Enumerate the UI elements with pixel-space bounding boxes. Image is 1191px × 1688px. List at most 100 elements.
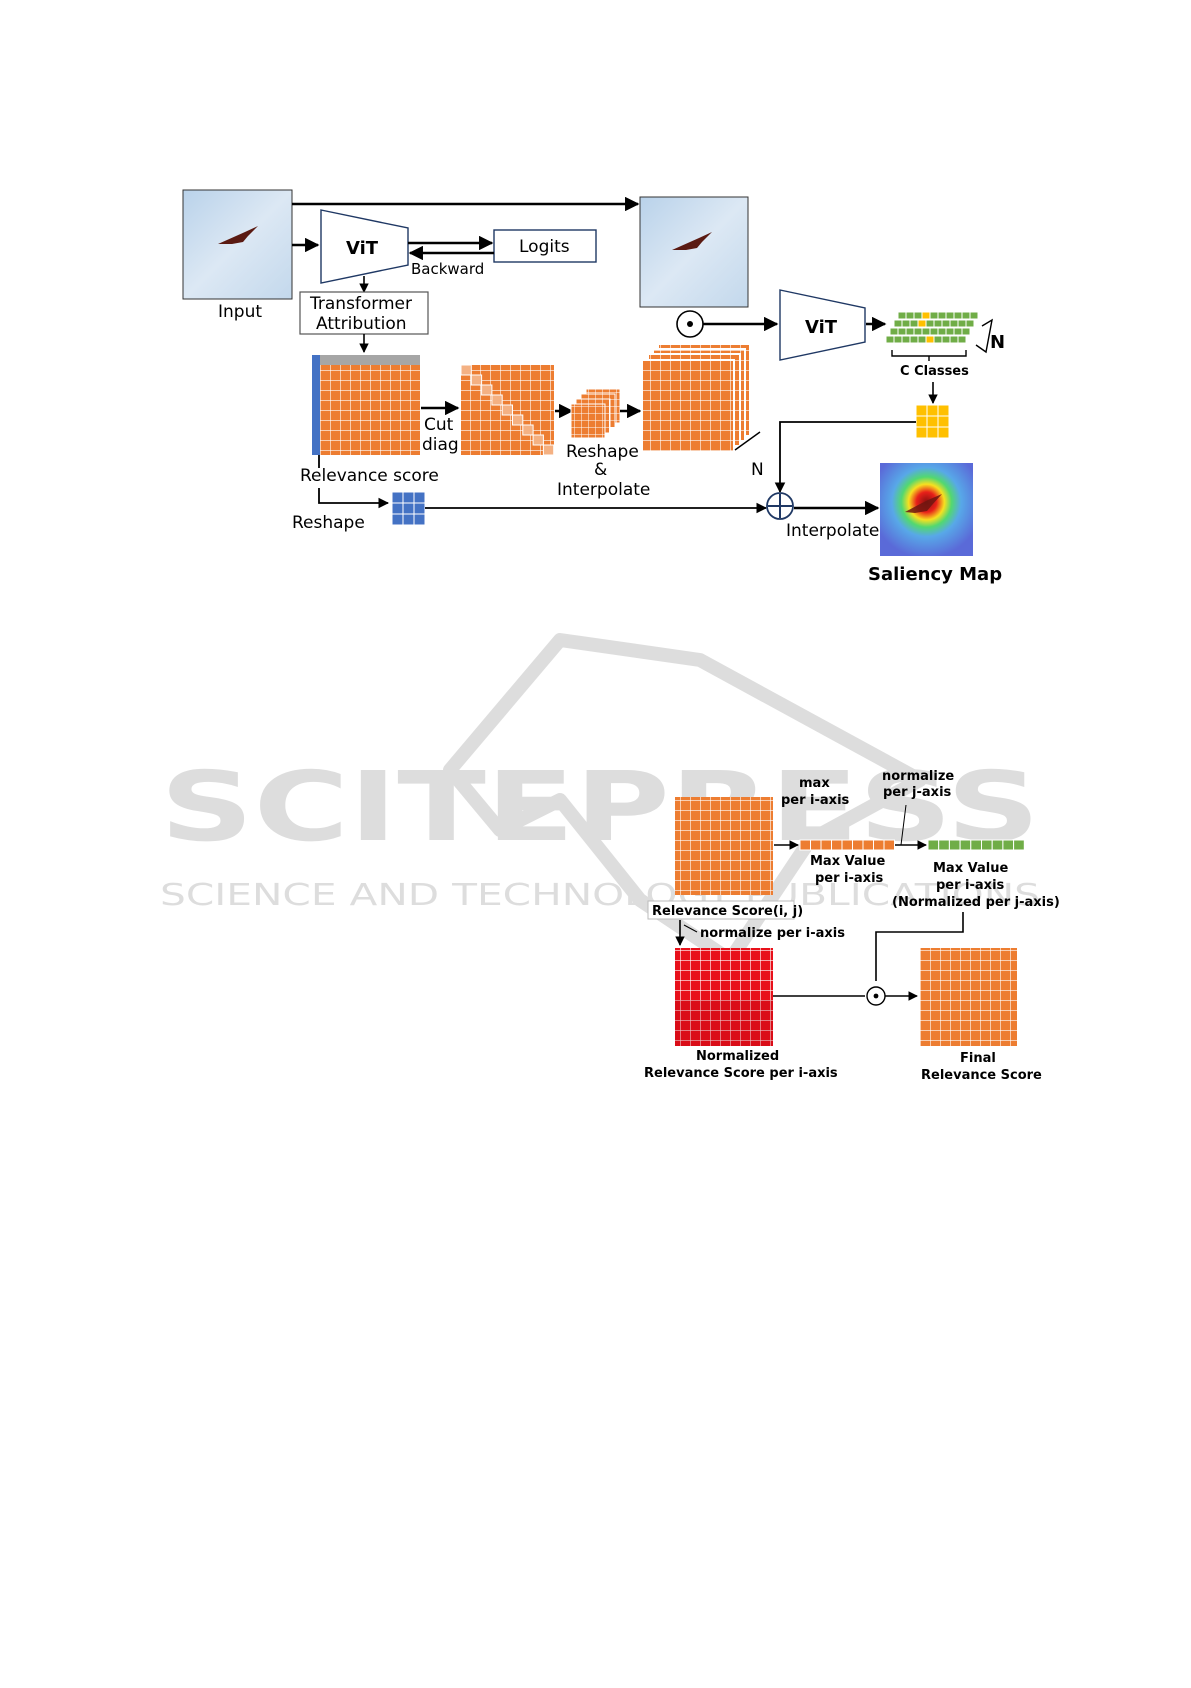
cls-reshaped-grid <box>392 492 425 525</box>
diagonal-cell <box>523 425 533 435</box>
relevance-score-label: Relevance score <box>300 466 439 486</box>
stack-n-label: N <box>751 460 764 480</box>
cls-reshaped-cell <box>403 514 414 525</box>
class-score-cell <box>934 336 942 343</box>
max-norm-line-3: (Normalized per j-axis) <box>892 895 1060 910</box>
masked-input-image <box>640 197 748 307</box>
diagonal-cut-matrix <box>461 365 554 455</box>
cut-label-line-1: Cut <box>424 415 454 435</box>
selected-class-cell <box>927 416 938 427</box>
class-score-cell <box>950 336 958 343</box>
class-score-cell <box>914 312 922 319</box>
input-image <box>183 190 292 299</box>
cls-reshaped-cell <box>392 514 403 525</box>
selected-class-cell <box>927 405 938 416</box>
logits-label: Logits <box>519 237 570 257</box>
class-score-cell <box>898 328 906 335</box>
class-score-cell <box>922 312 930 319</box>
class-score-cell <box>906 312 914 319</box>
class-score-cell <box>902 336 910 343</box>
max-value-cell <box>853 840 864 850</box>
class-score-cell <box>906 328 914 335</box>
max-value-line-2: per i-axis <box>815 871 884 886</box>
selected-class-cell <box>916 416 927 427</box>
reshape-label: Reshape <box>292 513 365 533</box>
classes-label: C Classes <box>900 364 969 379</box>
reshape-interpolate-line-2: & <box>594 460 607 480</box>
class-score-cell <box>958 336 966 343</box>
max-value-cell <box>863 840 874 850</box>
selected-class-cell <box>927 427 938 438</box>
class-score-cell <box>946 328 954 335</box>
relevance-score-ij-label: Relevance Score(i, j) <box>652 904 803 919</box>
selected-class-cell <box>916 427 927 438</box>
attribution-line-2: Attribution <box>316 314 407 334</box>
normalized-max-cell <box>1003 840 1014 850</box>
elementwise-product-symbol-2 <box>867 987 885 1005</box>
class-score-cell <box>926 336 934 343</box>
elementwise-product-symbol <box>677 311 703 337</box>
class-score-stack <box>886 312 978 343</box>
normalized-max-cell <box>939 840 950 850</box>
diagonal-cell <box>513 415 523 425</box>
class-score-cell <box>934 320 942 327</box>
max-value-cell <box>884 840 895 850</box>
max-value-cell <box>811 840 822 850</box>
classes-bracket <box>892 350 966 361</box>
reshape-interpolate-line-1: Reshape <box>566 442 639 462</box>
class-score-cell <box>910 320 918 327</box>
diagonal-cell <box>492 395 502 405</box>
cls-reshaped-cell <box>392 492 403 503</box>
saliency-map-image <box>880 463 973 556</box>
attribution-line-1: Transformer <box>309 294 412 314</box>
normalized-max-cell <box>992 840 1003 850</box>
class-score-cell <box>914 328 922 335</box>
class-score-cell <box>938 328 946 335</box>
cls-reshaped-cell <box>414 503 425 514</box>
selected-class-cell <box>916 405 927 416</box>
cls-column <box>312 355 320 455</box>
diagonal-cell <box>461 365 471 375</box>
class-score-cell <box>970 312 978 319</box>
class-score-cell <box>930 312 938 319</box>
diagonal-cell <box>471 375 481 385</box>
max-norm-line-1: Max Value <box>933 861 1008 876</box>
class-score-cell <box>954 328 962 335</box>
reshaped-stack-small <box>571 389 620 438</box>
normalized-relevance-matrix <box>675 948 773 1046</box>
max-value-cell <box>800 840 811 850</box>
max-norm-line-2: per i-axis <box>936 878 1005 893</box>
relevance-score-ij-matrix <box>675 797 773 895</box>
normalized-max-cell <box>982 840 993 850</box>
classes-n-label: N <box>990 332 1005 353</box>
class-score-cell <box>950 320 958 327</box>
class-score-cell <box>954 312 962 319</box>
final-line-2: Relevance Score <box>921 1068 1042 1083</box>
normalize-j-line-1: normalize <box>882 769 954 784</box>
interpolate-label: Interpolate <box>786 521 879 541</box>
normalize-j-line-2: per j-axis <box>883 785 952 800</box>
class-score-cell <box>898 312 906 319</box>
watermark-main-text: SCITEPRESS <box>160 751 1040 863</box>
class-score-cell <box>942 320 950 327</box>
diagonal-cell <box>502 405 512 415</box>
class-score-cell <box>962 328 970 335</box>
figure-1: Input ViT Logits Backward Transformer At… <box>183 190 1005 585</box>
class-score-cell <box>958 320 966 327</box>
class-score-cell <box>918 336 926 343</box>
class-score-cell <box>922 328 930 335</box>
arrow-relevance-reshape <box>319 488 388 503</box>
normalized-line-2: Relevance Score per i-axis <box>644 1066 838 1081</box>
class-score-cell <box>966 320 974 327</box>
normalized-max-cell <box>971 840 982 850</box>
class-score-cell <box>930 328 938 335</box>
cls-reshaped-cell <box>403 503 414 514</box>
class-score-cell <box>902 320 910 327</box>
max-value-vector <box>800 840 895 850</box>
max-value-cell <box>832 840 843 850</box>
class-score-cell <box>938 312 946 319</box>
class-score-cell <box>962 312 970 319</box>
selected-class-cell <box>938 427 949 438</box>
diagonal-cell <box>482 385 492 395</box>
